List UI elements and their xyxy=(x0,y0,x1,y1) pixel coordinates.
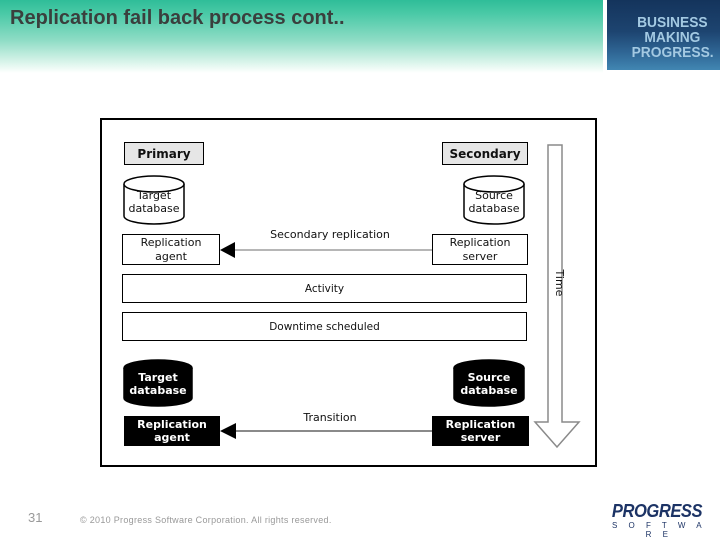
database-cylinder-icon xyxy=(453,359,525,407)
replication-diagram: Primary Secondary Target database Source… xyxy=(100,118,597,467)
transition-arrow-label: Transition xyxy=(303,411,357,424)
copyright-text: © 2010 Progress Software Corporation. Al… xyxy=(80,515,332,525)
progress-software-logo: PROGRESS S O F T W A R E xyxy=(602,502,712,539)
software-wordmark: S O F T W A R E xyxy=(611,521,707,539)
diagram-arrow-layer xyxy=(220,144,581,449)
database-cylinder-icon xyxy=(123,359,193,407)
target-database-cylinder-top: Target database xyxy=(122,174,186,226)
source-database-label: Source database xyxy=(468,189,520,215)
replication-server-box-bottom: Replication server xyxy=(432,416,529,446)
downtime-scheduled-bar: Downtime scheduled xyxy=(122,312,527,341)
replication-agent-box-top: Replication agent xyxy=(122,234,220,265)
secondary-replication-arrowhead-icon xyxy=(220,242,235,258)
slide-title: Replication fail back process cont.. xyxy=(10,7,345,29)
replication-agent-label: Replication agent xyxy=(137,417,207,444)
source-database-cylinder-top: Source database xyxy=(462,174,526,226)
time-axis-label: Time xyxy=(553,269,566,297)
database-cylinder-icon xyxy=(123,175,185,225)
replication-server-label: Replication server xyxy=(449,236,511,263)
header-band: Replication fail back process cont.. xyxy=(0,0,603,73)
primary-label-box: Primary xyxy=(124,142,204,165)
database-cylinder-icon xyxy=(463,175,525,225)
brand-tagline-line: BUSINESS xyxy=(637,13,708,31)
replication-server-box-top: Replication server xyxy=(432,234,528,265)
page-number: 31 xyxy=(28,510,43,525)
secondary-label-box: Secondary xyxy=(442,142,528,165)
target-database-label: Target database xyxy=(128,189,180,215)
transition-arrowhead-icon xyxy=(220,423,236,439)
progress-wordmark: PROGRESS xyxy=(611,501,703,521)
replication-agent-label: Replication agent xyxy=(140,236,202,263)
target-database-label: Target database xyxy=(129,371,187,397)
brand-tagline-line: MAKING xyxy=(644,28,701,46)
source-database-cylinder-bottom: Source database xyxy=(452,359,526,407)
time-arrow-icon xyxy=(533,144,581,449)
brand-logo: BUSINESS MAKING PROGRESS. xyxy=(607,0,720,70)
replication-server-label: Replication server xyxy=(445,417,516,444)
target-database-cylinder-bottom: Target database xyxy=(122,359,194,407)
secondary-replication-arrow-label: Secondary replication xyxy=(270,228,390,241)
activity-bar: Activity xyxy=(122,274,527,303)
brand-tagline-line: PROGRESS. xyxy=(631,43,714,61)
replication-agent-box-bottom: Replication agent xyxy=(124,416,220,446)
source-database-label: Source database xyxy=(460,371,518,397)
